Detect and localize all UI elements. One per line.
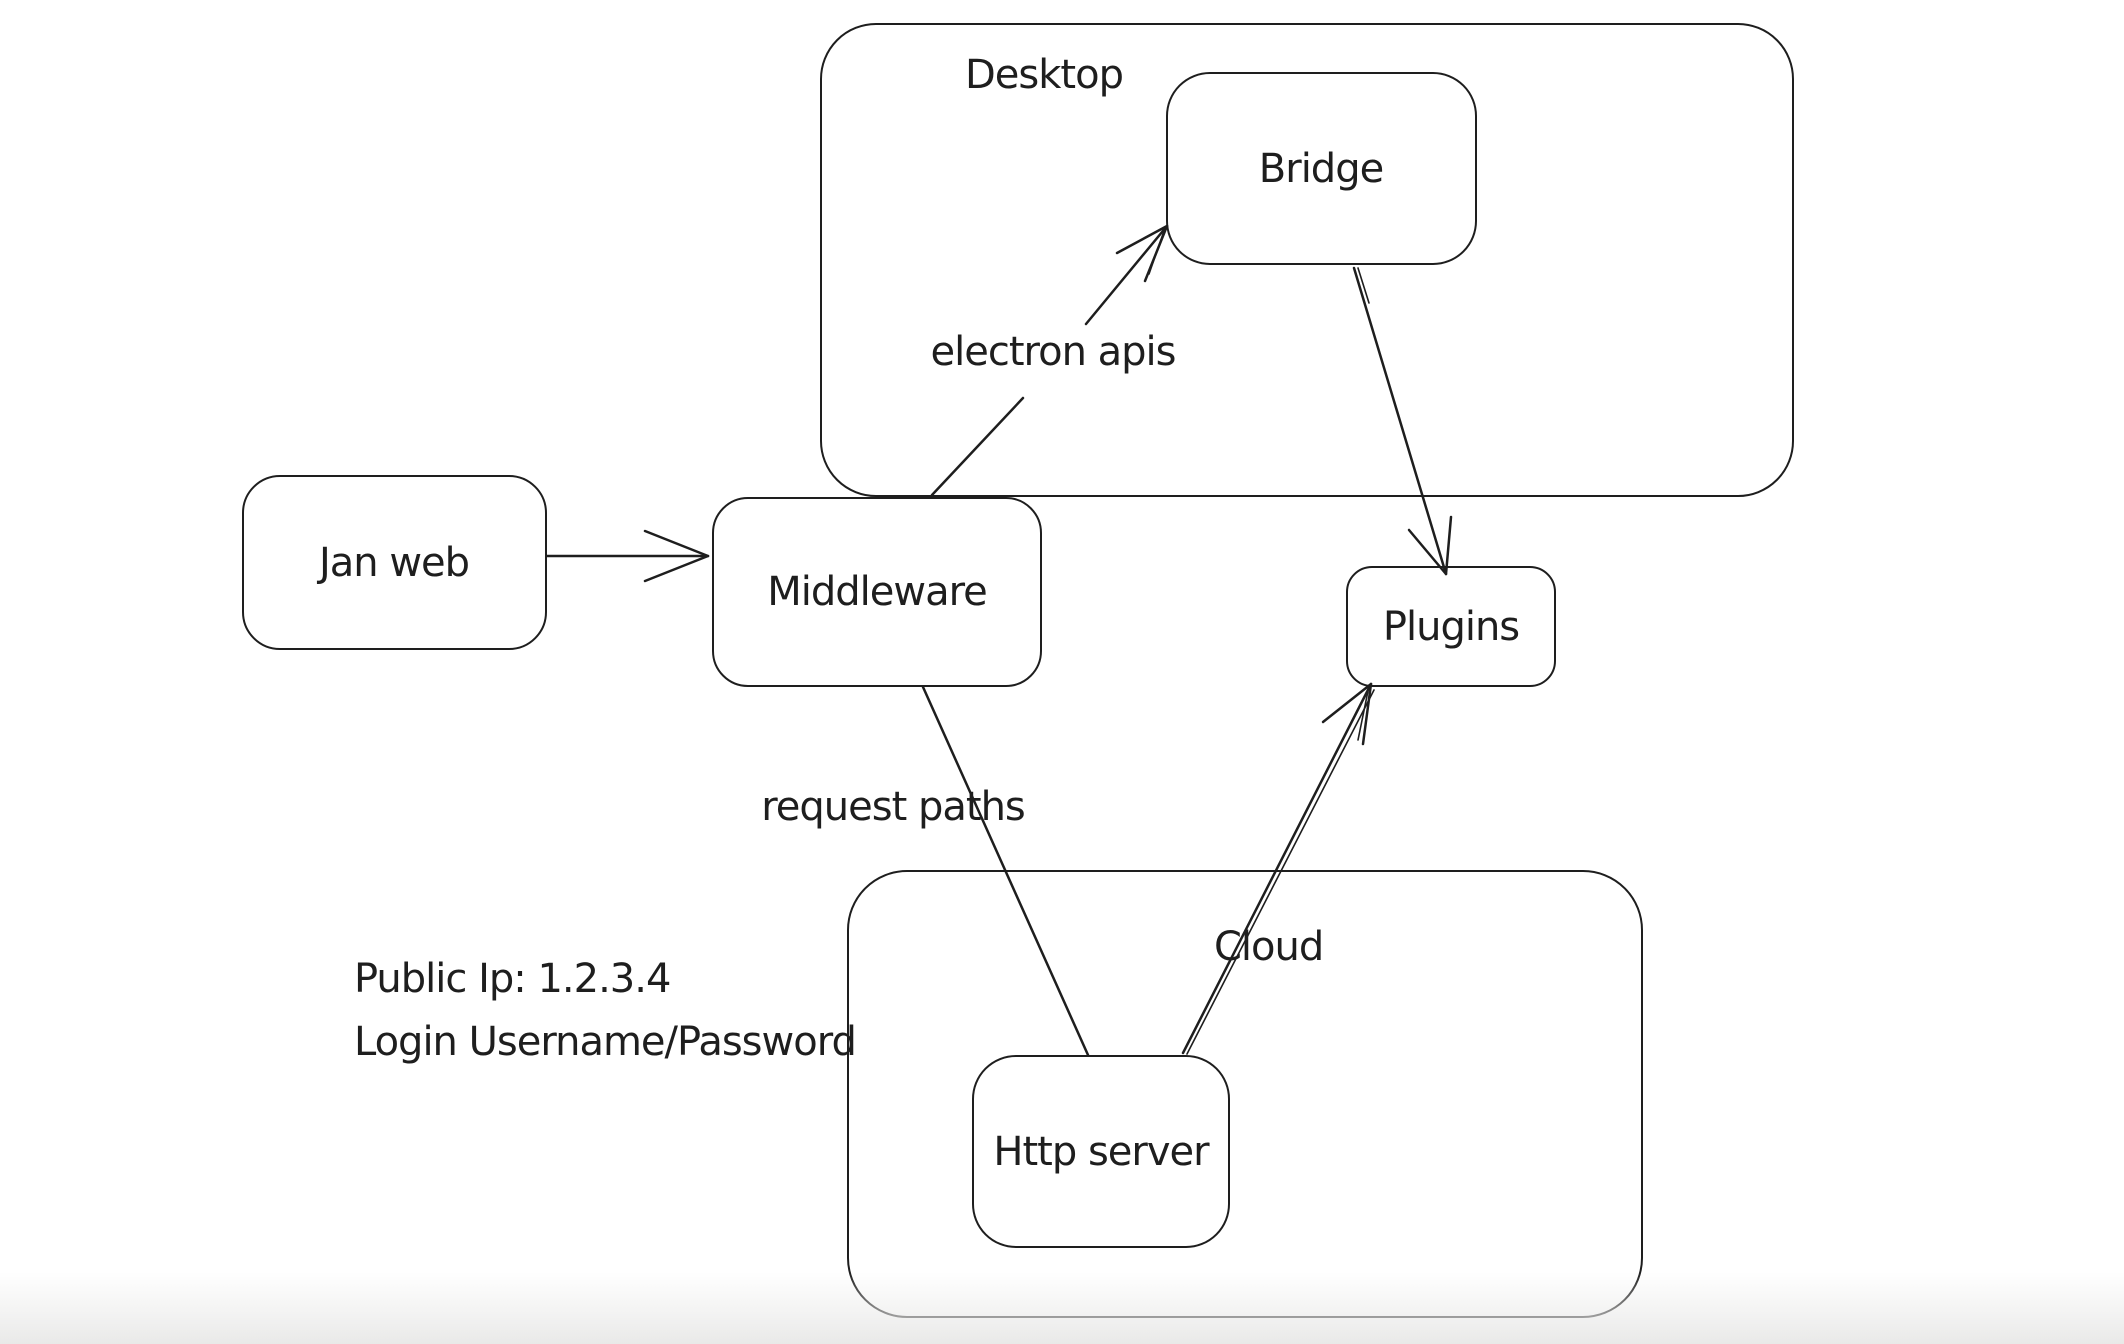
- plugins-label: Plugins: [1382, 604, 1520, 650]
- edge-janweb-middleware-arrowhead: [643, 529, 710, 583]
- jan-web-label: Jan web: [318, 540, 470, 586]
- public-ip-line: Public Ip: 1.2.3.4: [354, 956, 671, 1002]
- cloud-container-label: Cloud: [1214, 924, 1324, 970]
- http-server-label: Http server: [993, 1129, 1209, 1175]
- public-ip-annotation: Public Ip: 1.2.3.4 Login Username/Passwo…: [354, 948, 857, 1074]
- edge-httpserver-plugins-arrowhead: [1321, 682, 1373, 746]
- bridge-label: Bridge: [1258, 146, 1384, 192]
- desktop-container: [820, 23, 1794, 497]
- jan-web-node: [242, 475, 547, 650]
- desktop-container-label: Desktop: [965, 52, 1124, 98]
- electron-apis-edge-label: electron apis: [930, 329, 1177, 375]
- middleware-label: Middleware: [767, 569, 988, 615]
- login-credentials-line: Login Username/Password: [354, 1019, 857, 1065]
- bridge-node: [1166, 72, 1477, 265]
- edge-httpserver-plugins-arrowhead-sketch: [1357, 690, 1369, 741]
- edge-janweb-middleware: [545, 529, 710, 583]
- http-server-node: [972, 1055, 1230, 1248]
- request-paths-edge-label: request paths: [761, 784, 1026, 830]
- middleware-node: [712, 497, 1042, 687]
